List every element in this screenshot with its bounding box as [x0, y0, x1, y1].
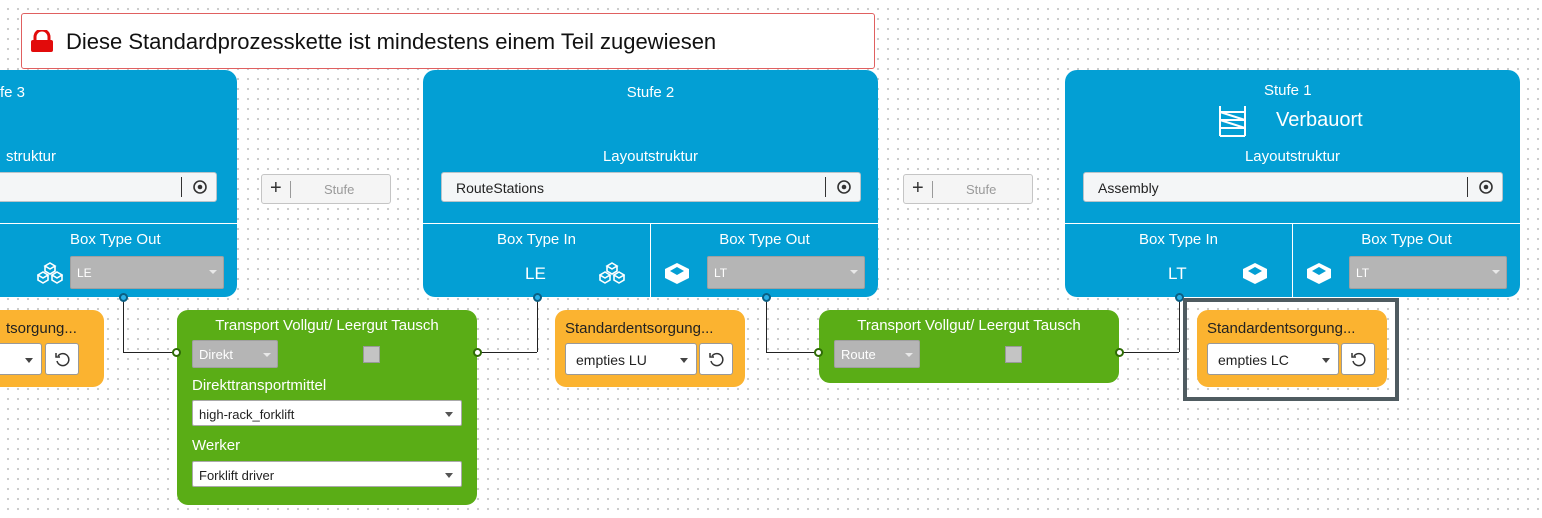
- box-icon: [1243, 263, 1267, 284]
- plus-icon: +: [912, 177, 924, 199]
- transport-2-checkbox[interactable]: [1005, 346, 1022, 363]
- rack-icon: [1219, 106, 1246, 137]
- stage-2-title: Stufe 2: [626, 84, 675, 101]
- stage-3-layout-label: struktur: [6, 148, 57, 165]
- stage-1-subtitle: Verbauort: [1276, 109, 1363, 131]
- transport-1-worker-label: Werker: [192, 437, 241, 454]
- connector-port[interactable]: [762, 293, 771, 302]
- stage-3-title: fe 3: [0, 84, 26, 101]
- stage-1-box-out-label: Box Type Out: [1361, 231, 1452, 248]
- connector-port[interactable]: [1175, 293, 1184, 302]
- stage-2-box-in-value: LE: [525, 264, 546, 283]
- transport-2-mode-select[interactable]: Route: [834, 340, 920, 368]
- connector-port[interactable]: [1115, 348, 1124, 357]
- assignment-warning-banner: Diese Standardprozesskette ist mindesten…: [21, 13, 875, 69]
- disposal-node-right[interactable]: Standardentsorgung... empties LC: [1197, 310, 1387, 387]
- stage-2-card[interactable]: Stufe 2 Layoutstruktur RouteStations Box…: [423, 70, 878, 297]
- box-icon: [1307, 263, 1331, 284]
- reset-icon: [1351, 352, 1366, 367]
- warning-text: Diese Standardprozesskette ist mindesten…: [66, 29, 717, 54]
- stage-1-title: Stufe 1: [1264, 82, 1312, 99]
- transport-node-2[interactable]: Transport Vollgut/ Leergut Tausch Route: [819, 310, 1119, 383]
- stage-2-box-in-label: Box Type In: [497, 231, 576, 248]
- disposal-left-select[interactable]: [0, 343, 42, 375]
- boxes-icon: [37, 262, 63, 284]
- reset-button[interactable]: [1341, 343, 1375, 375]
- add-stage-button[interactable]: + Stufe: [903, 174, 1033, 204]
- boxes-icon: [599, 262, 625, 284]
- reset-icon: [55, 352, 70, 367]
- disposal-right-select[interactable]: empties LC: [1207, 343, 1339, 375]
- disposal-node-left[interactable]: tsorgung...: [0, 310, 104, 387]
- reset-icon: [709, 352, 724, 367]
- plus-icon: +: [270, 177, 282, 199]
- stage-1-layout-input[interactable]: Assembly: [1083, 172, 1503, 202]
- stage-2-layout-input[interactable]: RouteStations: [441, 172, 861, 202]
- stage-1-box-in-value: LT: [1168, 264, 1187, 283]
- disposal-middle-select[interactable]: empties LU: [565, 343, 697, 375]
- stage-2-layout-label: Layoutstruktur: [602, 148, 699, 165]
- box-icon: [665, 263, 689, 284]
- transport-1-means-select[interactable]: high-rack_forklift: [192, 400, 462, 426]
- reset-button[interactable]: [699, 343, 733, 375]
- target-icon[interactable]: [836, 179, 852, 195]
- add-stage-button[interactable]: + Stufe: [261, 174, 391, 204]
- stage-3-card[interactable]: fe 3 struktur Box Type Out LE: [0, 70, 237, 297]
- transport-1-worker-select[interactable]: Forklift driver: [192, 461, 462, 487]
- transport-node-1[interactable]: Transport Vollgut/ Leergut Tausch Direkt…: [177, 310, 477, 505]
- connector-port[interactable]: [172, 348, 181, 357]
- connector-port[interactable]: [814, 348, 823, 357]
- stage-1-box-in-label: Box Type In: [1139, 231, 1218, 248]
- stage-2-box-out-label: Box Type Out: [719, 231, 810, 248]
- connector-port[interactable]: [473, 348, 482, 357]
- stage-3-layout-input[interactable]: [0, 172, 217, 202]
- stage-3-box-out-label: Box Type Out: [70, 231, 161, 248]
- connector-port[interactable]: [119, 293, 128, 302]
- stage-3-box-out-select[interactable]: LE: [70, 256, 224, 289]
- disposal-node-middle[interactable]: Standardentsorgung... empties LU: [555, 310, 745, 387]
- transport-1-checkbox[interactable]: [363, 346, 380, 363]
- stage-1-card[interactable]: Stufe 1 Verbauort Layoutstruktur Assembl…: [1065, 70, 1520, 297]
- selection-frame: [1183, 298, 1399, 401]
- transport-1-mode-select[interactable]: Direkt: [192, 340, 278, 368]
- lock-icon: [31, 30, 53, 52]
- connector-port[interactable]: [533, 293, 542, 302]
- target-icon[interactable]: [192, 179, 208, 195]
- reset-button[interactable]: [45, 343, 79, 375]
- stage-2-box-out-select[interactable]: LT: [707, 256, 865, 289]
- stage-1-box-out-select[interactable]: LT: [1349, 256, 1507, 289]
- target-icon[interactable]: [1478, 179, 1494, 195]
- stage-1-layout-label: Layoutstruktur: [1244, 148, 1341, 165]
- transport-1-means-label: Direkttransportmittel: [192, 377, 327, 394]
